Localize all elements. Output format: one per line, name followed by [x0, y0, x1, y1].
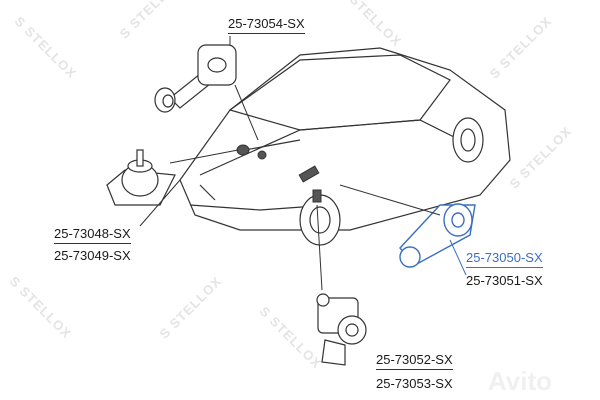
car-outline: [179, 47, 511, 246]
label-25-73048-sx: 25-73048-SX: [54, 226, 131, 244]
part-25-73048: [106, 149, 176, 206]
label-25-73051-sx: 25-73051-SX: [466, 273, 543, 288]
part-25-73050: [399, 203, 476, 268]
label-25-73050-sx: 25-73050-SX: [466, 250, 543, 268]
part-25-73052: [316, 293, 367, 366]
small-parts: [236, 144, 322, 203]
label-25-73054-sx: 25-73054-SX: [228, 16, 305, 34]
label-25-73053-sx: 25-73053-SX: [376, 376, 453, 391]
label-25-73049-sx: 25-73049-SX: [54, 248, 131, 263]
avito-watermark: Avito: [488, 366, 553, 396]
leader-lines: [139, 36, 467, 291]
label-25-73052-sx: 25-73052-SX: [376, 352, 453, 370]
part-25-73054: [154, 44, 237, 113]
